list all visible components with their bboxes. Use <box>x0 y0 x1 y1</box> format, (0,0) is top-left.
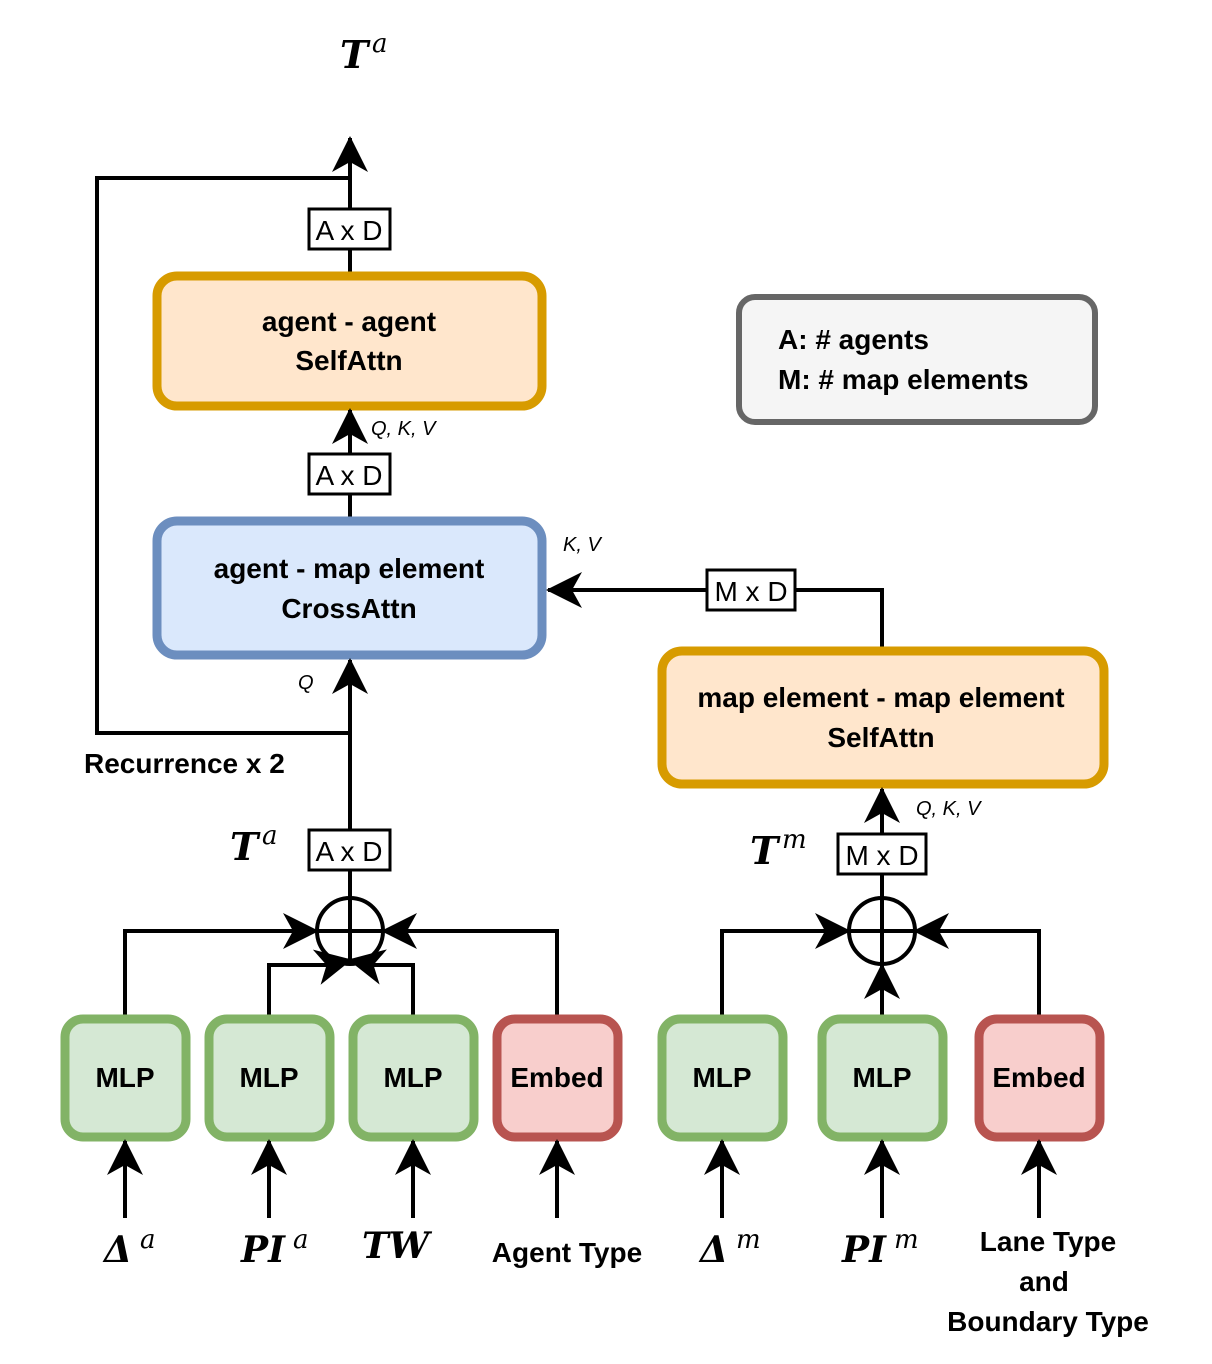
svg-text:A x D: A x D <box>316 836 383 867</box>
svg-text:MLP: MLP <box>692 1062 751 1093</box>
svg-text:T: T <box>230 824 261 869</box>
svg-text:Δ: Δ <box>698 1229 728 1271</box>
svg-text:TW: TW <box>362 1225 433 1267</box>
svg-text:a: a <box>372 29 388 59</box>
cross-attn-block: agent - map element CrossAttn <box>152 516 547 660</box>
svg-text:a: a <box>140 1225 156 1255</box>
svg-text:M x D: M x D <box>845 840 918 871</box>
input-delta-m: Δ m <box>698 1225 761 1271</box>
edge-mlp1-to-sum <box>123 913 319 1017</box>
dim-box-agent-in: A x D <box>307 828 392 872</box>
svg-text:MLP: MLP <box>852 1062 911 1093</box>
svg-text:A x D: A x D <box>316 460 383 491</box>
input-agent-type: Agent Type <box>492 1237 642 1268</box>
agent-sum-node <box>315 896 385 966</box>
edge-embed-to-sum <box>381 913 559 1017</box>
dim-box-top: A x D <box>307 207 392 251</box>
legend-box: A: # agents M: # map elements <box>736 294 1098 425</box>
input-pi-m: PI m <box>841 1225 919 1271</box>
input-tw: TW <box>362 1225 433 1267</box>
input-delta-a: Δ a <box>102 1225 156 1271</box>
svg-text:Boundary Type: Boundary Type <box>947 1306 1149 1337</box>
input-pi-a: PI a <box>240 1225 309 1271</box>
svg-text:M x D: M x D <box>714 576 787 607</box>
dim-box-mid: A x D <box>307 452 392 496</box>
recurrence-loop <box>95 176 350 735</box>
map-token-label: T m <box>750 825 807 873</box>
dim-box-map-in: M x D <box>836 832 928 876</box>
cross-attn-line2: CrossAttn <box>281 593 416 624</box>
agent-self-attn-line2: SelfAttn <box>295 345 402 376</box>
svg-text:Lane Type: Lane Type <box>980 1226 1116 1257</box>
legend-line-1: A: # agents <box>778 324 929 355</box>
svg-text:Δ: Δ <box>102 1229 132 1271</box>
edge-map-to-cross-attn <box>546 572 884 650</box>
svg-text:PI: PI <box>841 1229 887 1271</box>
svg-text:MLP: MLP <box>95 1062 154 1093</box>
recurrence-label: Recurrence x 2 <box>84 748 285 779</box>
edge-mlp2-to-sum <box>267 949 352 1017</box>
map-mlp-1: MLP <box>657 1014 788 1142</box>
agent-token-label: T a <box>230 821 278 869</box>
agent-self-attn-block: agent - agent SelfAttn <box>152 271 547 411</box>
cross-attn-line1: agent - map element <box>214 553 485 584</box>
svg-text:T: T <box>340 32 371 77</box>
qkv-agent-label: Q, K, V <box>371 418 437 440</box>
svg-text:PI: PI <box>240 1229 286 1271</box>
svg-text:Embed: Embed <box>510 1062 603 1093</box>
output-token-label: T a <box>340 29 388 77</box>
svg-text:T: T <box>750 828 781 873</box>
map-embed: Embed <box>974 1014 1105 1142</box>
qkv-map-label: Q, K, V <box>916 798 982 820</box>
svg-text:a: a <box>262 821 278 851</box>
map-self-attn-line2: SelfAttn <box>827 722 934 753</box>
svg-text:m: m <box>894 1225 919 1255</box>
edge-map-mlp1-to-sum <box>720 913 851 1017</box>
edge-map-embed-to-sum <box>913 913 1041 1017</box>
svg-text:m: m <box>782 825 807 855</box>
svg-text:a: a <box>293 1225 309 1255</box>
svg-text:and: and <box>1019 1266 1069 1297</box>
legend-line-2: M: # map elements <box>778 364 1029 395</box>
map-sum-node <box>847 896 917 966</box>
agent-embed: Embed <box>492 1014 623 1142</box>
agent-self-attn-line1: agent - agent <box>262 306 436 337</box>
svg-text:MLP: MLP <box>239 1062 298 1093</box>
agent-mlp-1: MLP <box>60 1014 191 1142</box>
svg-text:A x D: A x D <box>316 215 383 246</box>
svg-text:m: m <box>736 1225 761 1255</box>
svg-text:MLP: MLP <box>383 1062 442 1093</box>
agent-mlp-2: MLP <box>204 1014 335 1142</box>
agent-mlp-3: MLP <box>348 1014 479 1142</box>
svg-text:Embed: Embed <box>992 1062 1085 1093</box>
kv-label: K, V <box>563 534 602 556</box>
map-mlp-2: MLP <box>817 1014 948 1142</box>
q-label: Q <box>298 672 314 694</box>
input-lane-type: Lane Type and Boundary Type <box>947 1226 1149 1337</box>
map-self-attn-block: map element - map element SelfAttn <box>657 646 1109 789</box>
map-self-attn-line1: map element - map element <box>697 682 1064 713</box>
dim-box-map-out: M x D <box>705 568 797 612</box>
edge-mlp3-to-sum <box>348 949 415 1017</box>
